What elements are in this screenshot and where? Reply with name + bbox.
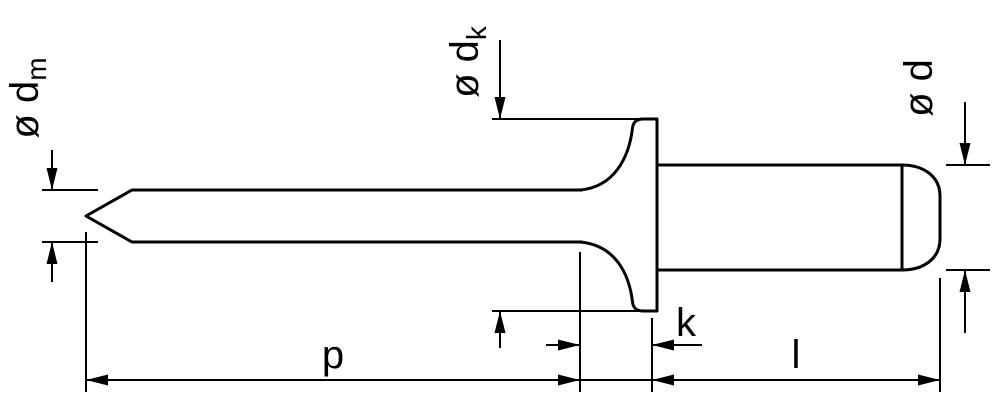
rivet-outline <box>84 117 942 313</box>
dim-shank-length: l <box>652 333 940 386</box>
arrowhead <box>46 168 58 190</box>
arrowhead <box>959 143 971 165</box>
arrowhead <box>494 311 506 333</box>
dimension-label: ø d <box>897 59 941 117</box>
dim-head-diameter: ø dk <box>443 25 640 348</box>
dimension-label: ø dk <box>443 25 492 98</box>
dim-head-height: k <box>546 301 702 351</box>
arrowhead <box>558 374 580 386</box>
rivet-flange-head <box>578 117 659 313</box>
arrowhead <box>652 374 674 386</box>
arrowhead <box>86 374 108 386</box>
dim-mandrel-length: p <box>86 333 940 386</box>
dimension-label: k <box>676 301 697 345</box>
dim-shank-diameter: ø d <box>897 59 990 333</box>
arrowhead <box>918 374 940 386</box>
arrowhead <box>494 97 506 119</box>
dimension-label: p <box>322 333 344 377</box>
dimension-label: ø dm <box>3 57 52 138</box>
dim-mandrel-diameter: ø dm <box>3 57 98 282</box>
dimension-annotations: ø dm ø dk <box>3 25 990 392</box>
rivet-shank-body <box>655 163 942 272</box>
dimension-label: l <box>792 333 801 377</box>
arrowhead <box>558 339 580 351</box>
rivet-mandrel <box>84 188 584 244</box>
arrowhead <box>652 339 674 351</box>
arrowhead <box>46 242 58 264</box>
arrowhead <box>959 270 971 292</box>
